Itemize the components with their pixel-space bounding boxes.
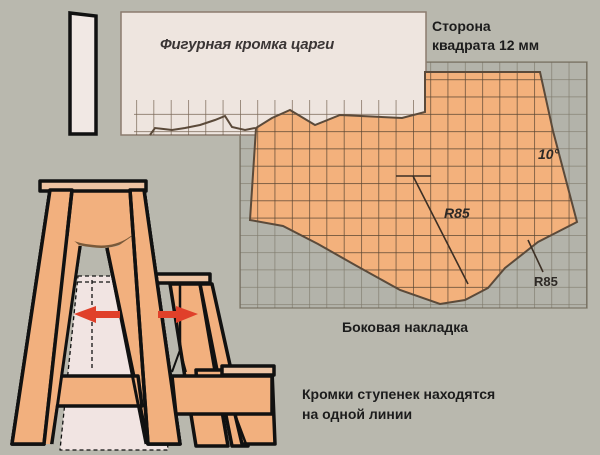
angle-dimension: 10° <box>538 146 560 162</box>
alignment-arrows <box>74 306 198 323</box>
arrow-left-icon <box>74 306 120 323</box>
stepladder-illustration <box>10 179 277 451</box>
apron-curved-edge <box>149 114 256 136</box>
arrow-right-icon <box>158 306 198 323</box>
radius-dimension-outer: R85 <box>534 274 558 289</box>
grid-scale-label-line2: квадрата 12 мм <box>432 37 540 53</box>
apron-edge-label: Фигурная кромка царги <box>160 36 335 53</box>
grid-scale-label-line1: Сторона <box>432 18 491 34</box>
side-panel-label: Боковая накладка <box>342 319 469 335</box>
apron-profile <box>68 11 98 136</box>
radius-line-outer <box>527 239 544 273</box>
steps-note-line2: на одной линии <box>302 406 413 422</box>
radius-line-inner <box>412 175 469 285</box>
steps-note-line1: Кромки ступенек находятся <box>302 386 496 402</box>
radius-dimension-inner: R85 <box>444 205 470 221</box>
